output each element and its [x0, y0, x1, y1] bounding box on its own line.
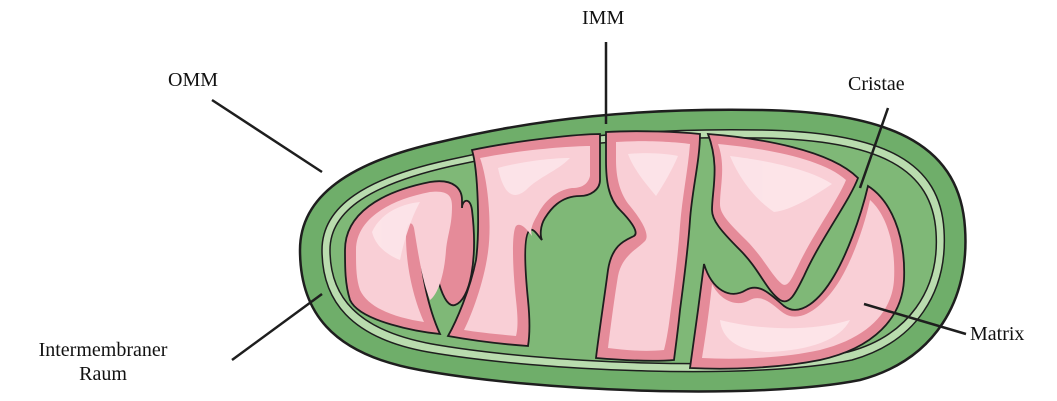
label-omm: OMM: [168, 68, 218, 92]
label-imm: IMM: [582, 6, 624, 30]
pointer-intermembrane: [232, 294, 322, 360]
label-intermembrane-line2: Raum: [8, 362, 198, 386]
label-cristae: Cristae: [848, 72, 905, 96]
label-intermembrane-line1: Intermembraner: [8, 338, 198, 362]
label-matrix: Matrix: [970, 322, 1024, 346]
pointer-omm: [212, 100, 322, 172]
label-intermembrane-space: Intermembraner Raum: [8, 338, 198, 386]
